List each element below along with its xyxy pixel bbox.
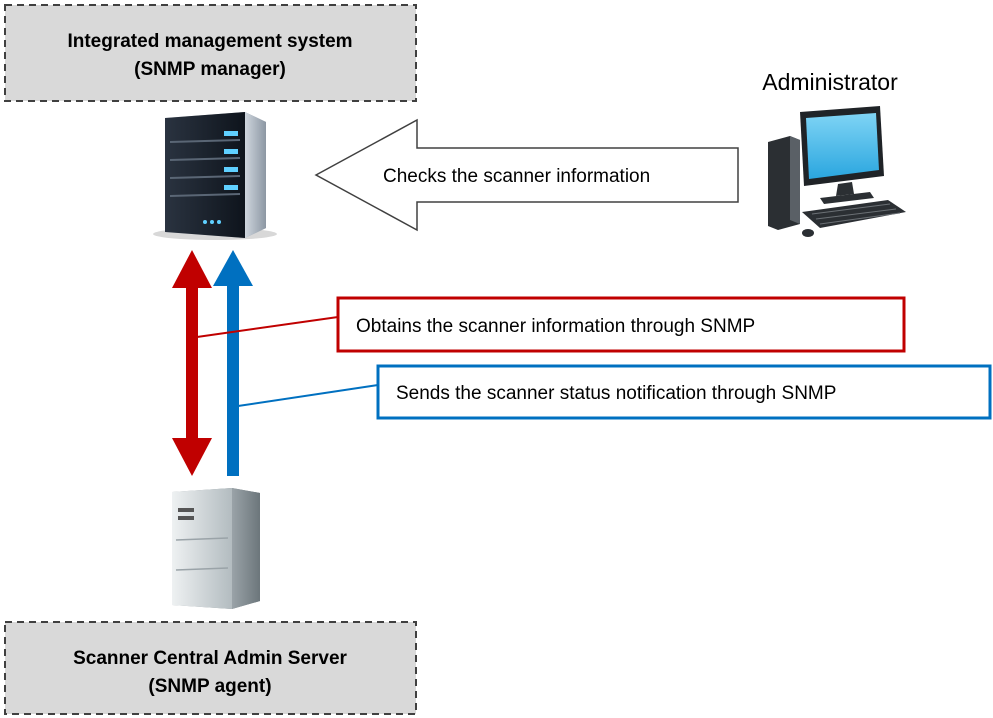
obtain-connector-line: [196, 316, 339, 338]
manager-box: Integrated management system (SNMP manag…: [4, 4, 417, 102]
check-info-arrow: Checks the scanner information: [314, 118, 739, 232]
obtain-info-callout: Obtains the scanner information through …: [336, 296, 906, 353]
agent-box: Scanner Central Admin Server (SNMP agent…: [4, 621, 417, 715]
agent-box-subtitle: (SNMP agent): [148, 676, 271, 697]
notify-status-arrow: [213, 250, 253, 476]
desktop-computer-icon: [768, 106, 906, 237]
administrator-label: Administrator: [762, 69, 898, 95]
tower-server-icon: [172, 488, 260, 609]
manager-box-title: Integrated management system: [67, 31, 352, 52]
manager-box-subtitle: (SNMP manager): [134, 59, 286, 80]
notify-connector-line: [237, 384, 379, 407]
obtain-info-label: Obtains the scanner information through …: [356, 316, 755, 337]
rack-server-icon: [153, 112, 277, 240]
agent-box-title: Scanner Central Admin Server: [73, 648, 347, 669]
check-info-label: Checks the scanner information: [383, 166, 650, 187]
obtain-info-arrow: [172, 250, 212, 476]
notify-status-callout: Sends the scanner status notification th…: [376, 364, 992, 420]
notify-status-label: Sends the scanner status notification th…: [396, 383, 836, 404]
